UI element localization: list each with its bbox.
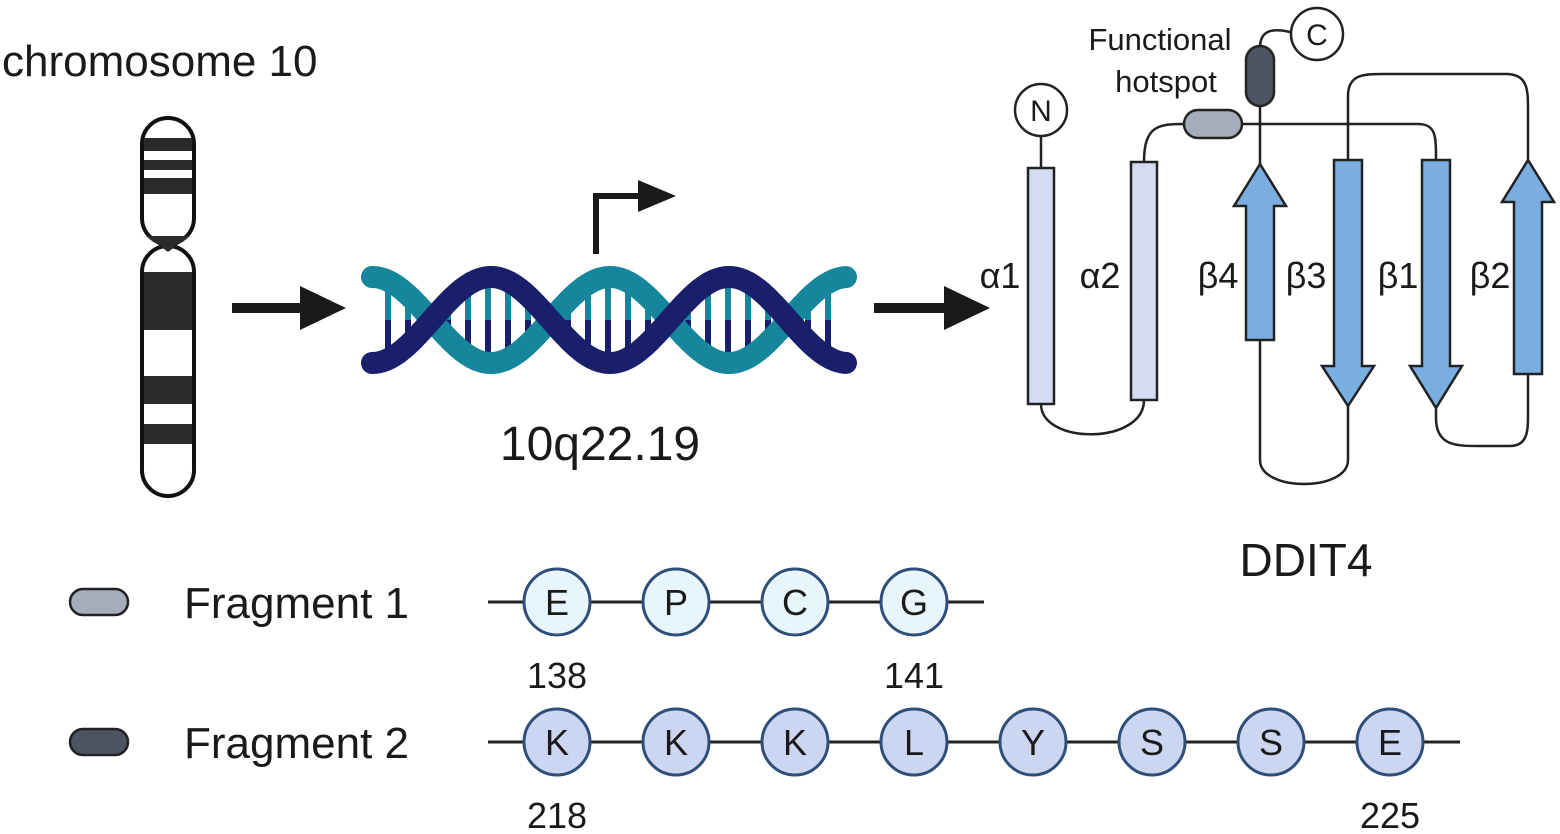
strand-beta4 [1231,161,1289,342]
fragment2-hotspot-pill [1244,44,1276,108]
helix-alpha2 [1129,160,1159,402]
chromosome-10-ideogram [140,116,196,498]
residue-letter: K [664,722,688,763]
protein-name: DDIT4 [1240,534,1373,586]
strand-label-beta2: β2 [1470,255,1511,296]
residue-letter: P [664,582,688,623]
n-terminus-label: N [1030,95,1052,128]
residue-circle [998,707,1068,777]
residue-letter: G [900,582,928,623]
strand-beta2 [1499,157,1557,376]
residue-letter: Y [1021,722,1045,763]
strand-label-beta3: β3 [1286,255,1327,296]
fragment-2-start-position: 218 [527,795,587,834]
residue-letter: S [1140,722,1164,763]
residue-circle [1355,707,1425,777]
transcription-start-icon [593,193,640,254]
dna-helix [361,265,857,375]
residue-circle [641,567,711,637]
fragment1-hotspot-pill [1182,108,1244,140]
residue-circle [760,567,830,637]
c-terminus-marker [1289,6,1345,62]
c-terminus-label: C [1306,19,1328,52]
residue-circle [522,567,592,637]
residue-letter: E [1378,722,1402,763]
hotspot-label-line2: hotspot [1115,64,1217,99]
strand-beta3 [1319,158,1377,409]
helix-label-alpha2: α2 [1080,255,1121,296]
strand-beta1 [1407,158,1465,411]
locus-label: 10q22.19 [500,418,700,471]
n-terminus-marker [1013,82,1069,138]
helix-label-alpha1: α1 [980,255,1021,296]
strand-label-beta4: β4 [1198,255,1239,296]
residue-circle [641,707,711,777]
fragment-2-label: Fragment 2 [184,719,409,768]
fragment-1-label: Fragment 1 [184,579,409,628]
hotspot-label-line1: Functional [1088,22,1231,57]
residue-circle [760,707,830,777]
fragment-2-end-position: 225 [1360,795,1420,834]
residue-circle [879,567,949,637]
residue-letter: L [904,722,924,763]
residue-circle [522,707,592,777]
chromosome-label: chromosome 10 [2,37,317,86]
fragment-1-end-position: 141 [884,655,944,696]
residue-letter: S [1259,722,1283,763]
residue-letter: E [545,582,569,623]
fragment-2-key [68,727,130,757]
protein-topology [1039,29,1530,486]
helix-alpha1 [1026,166,1056,406]
strand-label-beta1: β1 [1378,255,1419,296]
residue-circle [1117,707,1187,777]
residue-letter: K [545,722,569,763]
fragment-1-start-position: 138 [527,655,587,696]
residue-letter: K [783,722,807,763]
residue-circle [879,707,949,777]
residue-circle [1236,707,1306,777]
residue-letter: C [782,582,808,623]
fragment-1-key [68,587,130,617]
